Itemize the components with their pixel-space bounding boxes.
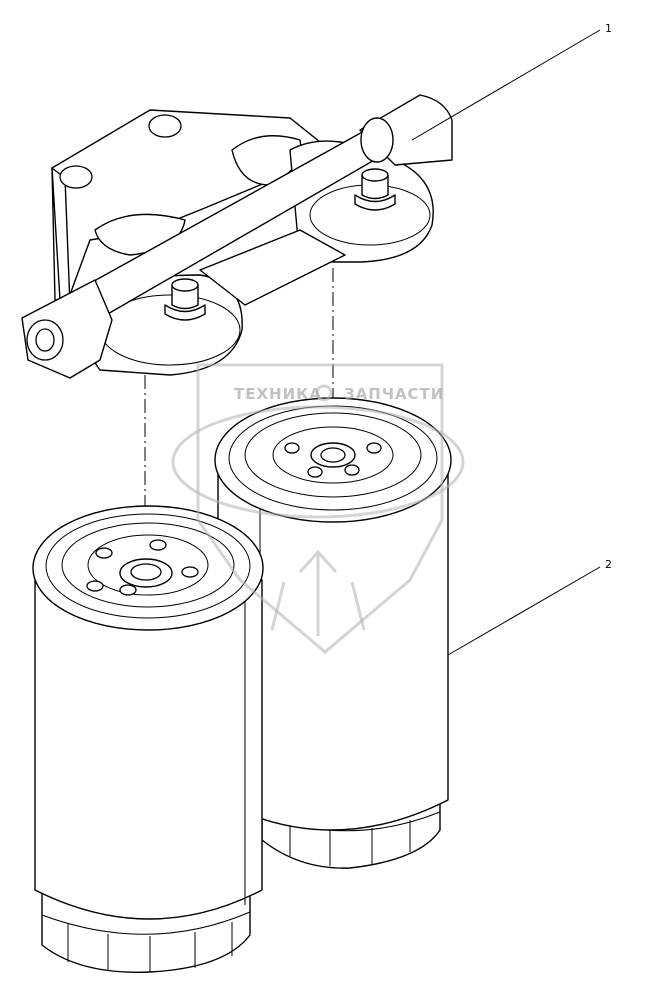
front-filter-port-4 [119, 584, 137, 596]
rear-filter-port-1 [284, 442, 300, 454]
front-filter-port-1 [95, 547, 113, 559]
bracket-bolt-hole-left [59, 165, 93, 189]
mount-bolt-right [354, 168, 396, 211]
watermark-logo: ТЕХНИКА ЗАПЧАСТИ [171, 363, 465, 654]
watermark-text-right: ЗАПЧАСТИ [344, 385, 444, 403]
front-filter-center-bore [130, 563, 162, 581]
fuel-rail-port-left-inner [35, 328, 55, 352]
filter-cartridge-rear [214, 397, 452, 869]
filter-cartridge-front [32, 505, 264, 973]
callout-1-label: 1 [605, 22, 612, 35]
filter-head-assembly [21, 94, 453, 379]
rear-filter-port-3 [344, 464, 360, 476]
watermark-wheat-icon [270, 549, 366, 636]
front-filter-gasket-inner [61, 522, 235, 608]
rear-filter-port-4 [307, 466, 323, 478]
front-filter-port-5 [86, 580, 104, 592]
filter-head-bridge [199, 229, 346, 306]
callout-1: 1 [411, 22, 612, 141]
watermark-gear-icon [315, 384, 333, 402]
front-hex-edge [41, 911, 251, 935]
callout-2: 2 [447, 558, 612, 656]
front-filter-gasket-outer [45, 513, 251, 619]
rear-filter-port-2 [366, 442, 382, 454]
callout-2-label: 2 [605, 558, 612, 571]
watermark-text-left: ТЕХНИКА [234, 385, 322, 403]
rear-filter-center-bore [320, 447, 346, 463]
rear-filter-gasket-inner [244, 412, 422, 498]
callout-2-leader [447, 566, 601, 656]
rear-filter-plate [272, 426, 394, 484]
mount-bolt-left [164, 278, 206, 321]
watermark-shield [196, 363, 444, 654]
fuel-rail-port-right [360, 117, 394, 163]
front-filter-can [34, 579, 263, 920]
callout-1-leader [411, 29, 601, 141]
front-filter-port-2 [149, 539, 167, 551]
bracket-bolt-hole-top [148, 114, 182, 138]
front-filter-plate [87, 534, 209, 596]
watermark-ellipse [171, 405, 465, 519]
front-filter-port-3 [181, 566, 199, 578]
